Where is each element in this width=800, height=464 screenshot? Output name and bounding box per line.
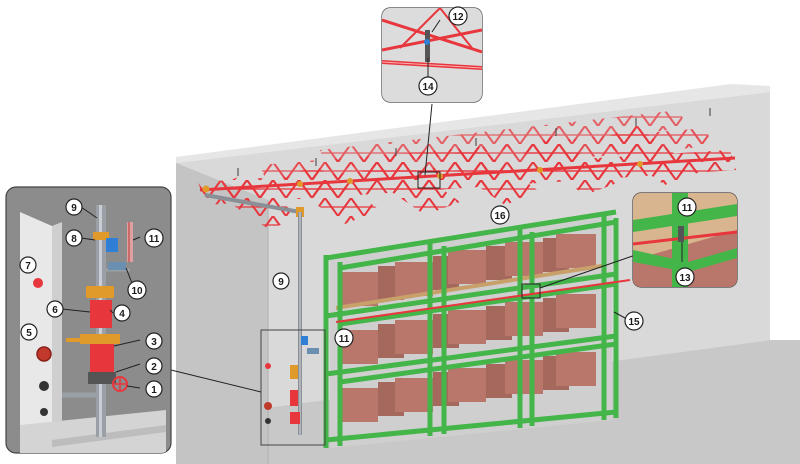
svg-text:11: 11 (149, 234, 160, 245)
valve-area-frame (260, 329, 326, 446)
callout-4: 4 (113, 304, 131, 322)
svg-text:11: 11 (682, 203, 693, 214)
callout-11-inset: 11 (677, 197, 697, 217)
callout-13: 13 (675, 267, 695, 287)
callout-6: 6 (46, 300, 64, 318)
svg-text:10: 10 (131, 286, 143, 297)
callout-1: 1 (145, 380, 163, 398)
svg-text:2: 2 (151, 362, 157, 373)
alarm-light-icon (33, 278, 43, 288)
ceiling-slab (176, 84, 770, 163)
svg-text:9: 9 (278, 277, 284, 288)
callout-15: 15 (624, 311, 644, 331)
svg-text:11: 11 (339, 334, 350, 345)
callout-7: 7 (19, 256, 37, 274)
fdc-inlet-icon (39, 381, 49, 391)
svg-text:1: 1 (151, 385, 157, 396)
callout-14: 14 (418, 76, 438, 96)
svg-text:13: 13 (679, 273, 691, 284)
svg-text:7: 7 (25, 261, 31, 272)
sprinkler-truss-grid (198, 108, 736, 230)
callout-11-room: 11 (334, 328, 354, 348)
fire-alarm-bell-icon (36, 346, 52, 362)
storage-racks (323, 209, 631, 448)
zoom-inset-top (381, 7, 483, 103)
callout-12: 12 (448, 6, 468, 26)
front-wall-left (176, 163, 268, 464)
callout-10: 10 (127, 280, 147, 300)
svg-text:16: 16 (494, 211, 506, 222)
callout-8: 8 (65, 229, 83, 247)
callout-3: 3 (145, 332, 163, 350)
callout-16: 16 (490, 205, 510, 225)
svg-text:3: 3 (151, 337, 157, 348)
callout-5: 5 (20, 323, 38, 341)
svg-text:12: 12 (452, 12, 464, 23)
svg-text:4: 4 (119, 309, 125, 320)
callouts: 1 2 3 4 5 6 7 8 (19, 6, 697, 398)
svg-text:5: 5 (26, 328, 32, 339)
callout-11-panel: 11 (144, 228, 164, 248)
rack-frame (323, 209, 619, 448)
room-valve-icons (264, 363, 300, 424)
svg-text:15: 15 (628, 317, 640, 328)
svg-text:8: 8 (71, 234, 77, 245)
svg-text:14: 14 (422, 82, 434, 93)
valve-detail-panel (5, 186, 172, 454)
callout-2: 2 (145, 357, 163, 375)
callout-9-room: 9 (272, 272, 290, 290)
svg-text:6: 6 (52, 305, 58, 316)
callout-9-panel: 9 (65, 198, 83, 216)
room-valve-assembly (301, 336, 319, 354)
svg-text:9: 9 (71, 203, 77, 214)
